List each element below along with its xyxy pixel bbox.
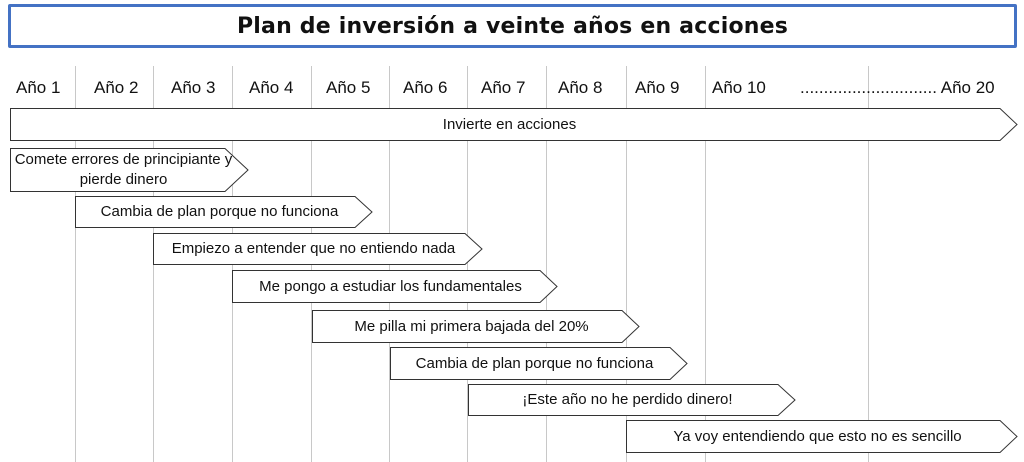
arrow-shape	[153, 233, 483, 265]
grid-line	[626, 66, 627, 462]
arrow-label: Invierte en acciones	[442, 115, 577, 133]
timeline-arrow: Invierte en acciones	[10, 108, 1018, 141]
grid-line	[705, 66, 706, 462]
grid-line	[546, 66, 547, 462]
arrow-label: Ya voy entendiendo que esto no es sencil…	[673, 427, 962, 445]
arrow-label: Cambia de plan porque no funciona	[415, 354, 654, 372]
timeline-arrow: Cambia de plan porque no funciona	[75, 196, 373, 228]
year-label: Año 9	[635, 78, 680, 97]
grid-line	[467, 66, 468, 462]
year-label: Año 1	[16, 78, 61, 97]
page-title: Plan de inversión a veinte años en accio…	[236, 13, 789, 39]
arrow-label: Comete errores de principiante y pierde …	[14, 151, 233, 188]
timeline-arrow: Me pilla mi primera bajada del 20%	[312, 310, 640, 343]
grid-line	[868, 66, 869, 462]
timeline-arrow: Me pongo a estudiar los fundamentales	[232, 270, 558, 303]
timeline-arrow: Ya voy entendiendo que esto no es sencil…	[626, 420, 1018, 453]
arrow-shape	[75, 196, 373, 228]
timeline-arrow: Cambia de plan porque no funciona	[390, 347, 688, 380]
year-label: Año 10	[712, 78, 766, 97]
grid-line	[75, 66, 76, 462]
year-label: Año 4	[249, 78, 294, 97]
year-label: Año 8	[558, 78, 603, 97]
arrow-label: Cambia de plan porque no funciona	[100, 203, 339, 220]
arrow-label: Me pongo a estudiar los fundamentales	[259, 277, 522, 295]
arrow-label: ¡Este año no he perdido dinero!	[522, 391, 733, 408]
arrow-shape	[626, 420, 1018, 453]
year-label: ............................. Año 20	[800, 78, 995, 97]
timeline-arrow: ¡Este año no he perdido dinero!	[468, 384, 796, 416]
year-label: Año 6	[403, 78, 448, 97]
arrow-shape	[232, 270, 558, 303]
arrow-shape	[390, 347, 688, 380]
arrow-label: Empiezo a entender que no entiendo nada	[171, 240, 456, 257]
year-label: Año 3	[171, 78, 216, 97]
arrow-shape	[312, 310, 640, 343]
year-label: Año 2	[94, 78, 139, 97]
arrow-shape	[10, 108, 1018, 141]
timeline-arrow: Empiezo a entender que no entiendo nada	[153, 233, 483, 265]
arrow-shape	[468, 384, 796, 416]
year-label: Año 7	[481, 78, 526, 97]
arrow-label: Me pilla mi primera bajada del 20%	[354, 317, 589, 335]
arrow-shape	[10, 148, 249, 192]
title-box: Plan de inversión a veinte años en accio…	[8, 4, 1017, 48]
year-label: Año 5	[326, 78, 371, 97]
timeline-arrow: Comete errores de principiante y pierde …	[10, 148, 249, 192]
